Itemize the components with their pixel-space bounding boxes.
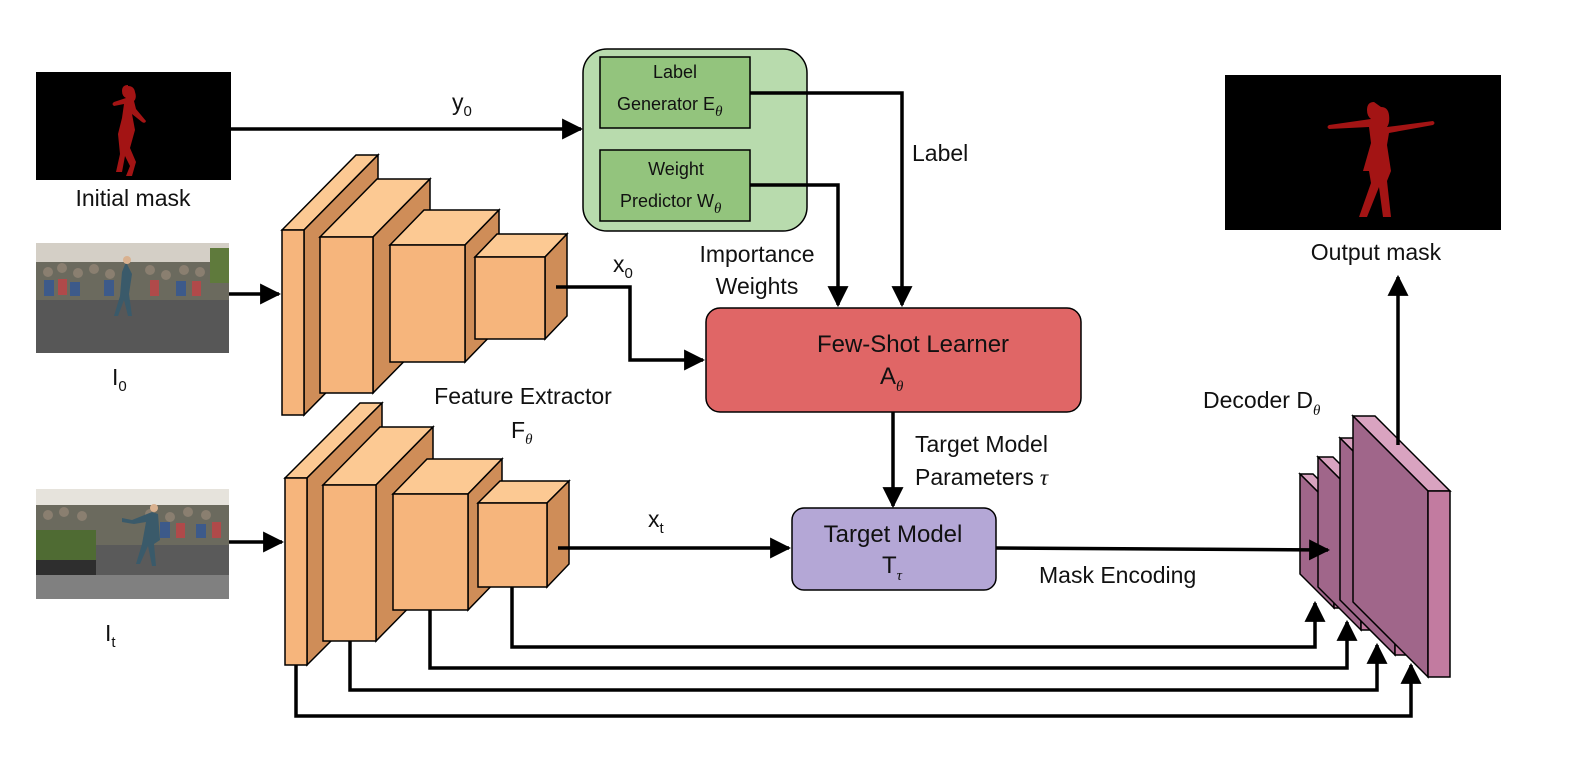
cnn-layer-4 (473, 232, 569, 341)
output-mask-caption: Output mask (1311, 239, 1442, 265)
weight-predictor-box (599, 149, 751, 222)
input-image-i0 (36, 243, 229, 353)
feature-extractor-bottom (283, 401, 571, 667)
target-model-symbol: Tτ (882, 552, 903, 584)
cnn-layer-4 (476, 479, 571, 589)
target-model-title: Target Model (824, 521, 963, 548)
weight-predictor-line1: Weight (648, 159, 704, 179)
label-generator-line2: Generator Eθ (617, 94, 723, 120)
x0-label: x0 (613, 251, 633, 282)
decoder (1298, 414, 1452, 679)
output-mask-image (1225, 75, 1501, 230)
feature-extractor-symbol: Fθ (511, 417, 533, 448)
image-i0-label: I0 (112, 364, 127, 395)
arrow-x0-to-few-shot (556, 285, 706, 371)
target-params-line1: Target Model (915, 431, 1048, 457)
skip-connection-2 (348, 641, 1388, 692)
weight-predictor-line2: Predictor Wθ (620, 191, 722, 217)
few-shot-learner-symbol: Aθ (880, 363, 904, 395)
initial-mask-silhouette (112, 85, 146, 176)
output-mask-silhouette (1327, 102, 1435, 217)
y0-label: y0 (452, 89, 472, 120)
arrow-mask-encoding-to-decoder (995, 539, 1331, 561)
label-generator-line1: Label (653, 62, 697, 82)
skip-connection-3 (428, 610, 1358, 670)
connections (229, 91, 1422, 718)
few-shot-learner-title: Few-Shot Learner (817, 331, 1009, 358)
decoder-layer-4 (1351, 414, 1452, 679)
mask-encoding-label: Mask Encoding (1039, 562, 1196, 588)
skip-connection-1 (294, 662, 1422, 718)
label-edge-text: Label (912, 140, 968, 166)
image-it-label: It (105, 620, 116, 651)
label-generator-box (599, 56, 751, 129)
arrow-weights-to-few-shot (750, 183, 849, 308)
feature-extractor-label: Feature Extractor (434, 383, 612, 409)
arrow-label-to-few-shot (750, 91, 913, 308)
importance-weights-line1: Importance (699, 241, 814, 267)
initial-mask-caption: Initial mask (75, 185, 191, 211)
xt-label: xt (648, 506, 665, 537)
initial-mask-image (36, 72, 231, 180)
few-shot-learner-box (705, 307, 1082, 413)
importance-weights-line2: Weights (716, 273, 799, 299)
decoder-label: Decoder Dθ (1203, 387, 1321, 419)
skip-connection-4 (510, 587, 1326, 649)
feature-extractor-top (280, 153, 569, 417)
input-image-it (36, 489, 229, 599)
